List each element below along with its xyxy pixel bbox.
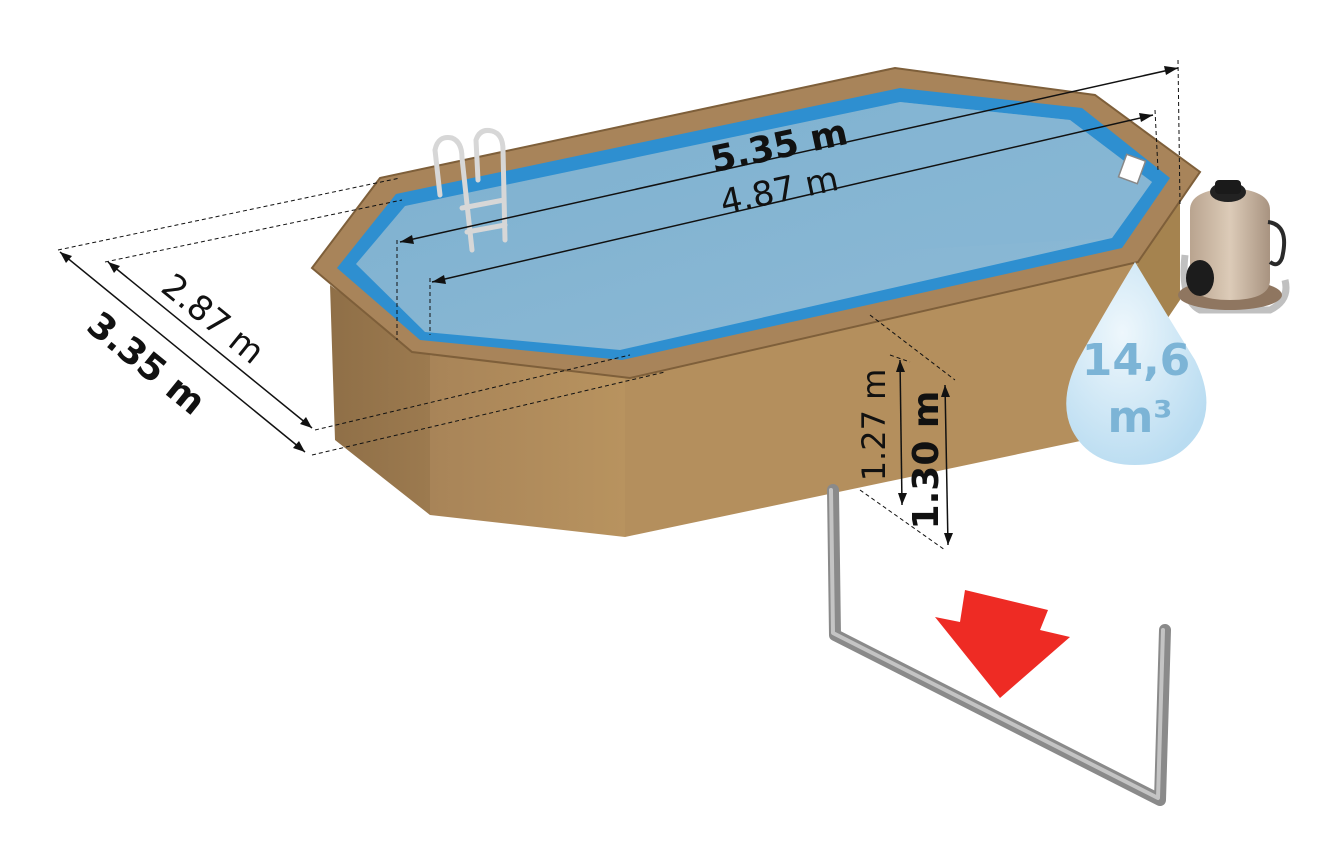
pool-inner-wall-shade	[900, 102, 1152, 250]
water-drop-icon: 14,6 m³	[1066, 262, 1207, 465]
down-arrow-icon	[935, 590, 1070, 698]
volume-value: 14,6	[1082, 335, 1191, 386]
skimmer	[1117, 153, 1147, 185]
front-wall	[430, 355, 625, 537]
ground-frame-highlight	[829, 488, 1165, 800]
volume-unit: m³	[1107, 392, 1172, 443]
ladder-icon	[432, 127, 508, 253]
water-height-label: 1.27 m	[855, 369, 893, 482]
wall-height-label: 1.30 m	[906, 391, 947, 530]
inner-width-label: 2.87 m	[154, 266, 272, 372]
sand-filter-icon	[1178, 180, 1290, 314]
dimension-arrowheads	[60, 66, 1178, 545]
front-right-wall	[625, 255, 1140, 537]
dimension-lines	[57, 59, 1181, 551]
